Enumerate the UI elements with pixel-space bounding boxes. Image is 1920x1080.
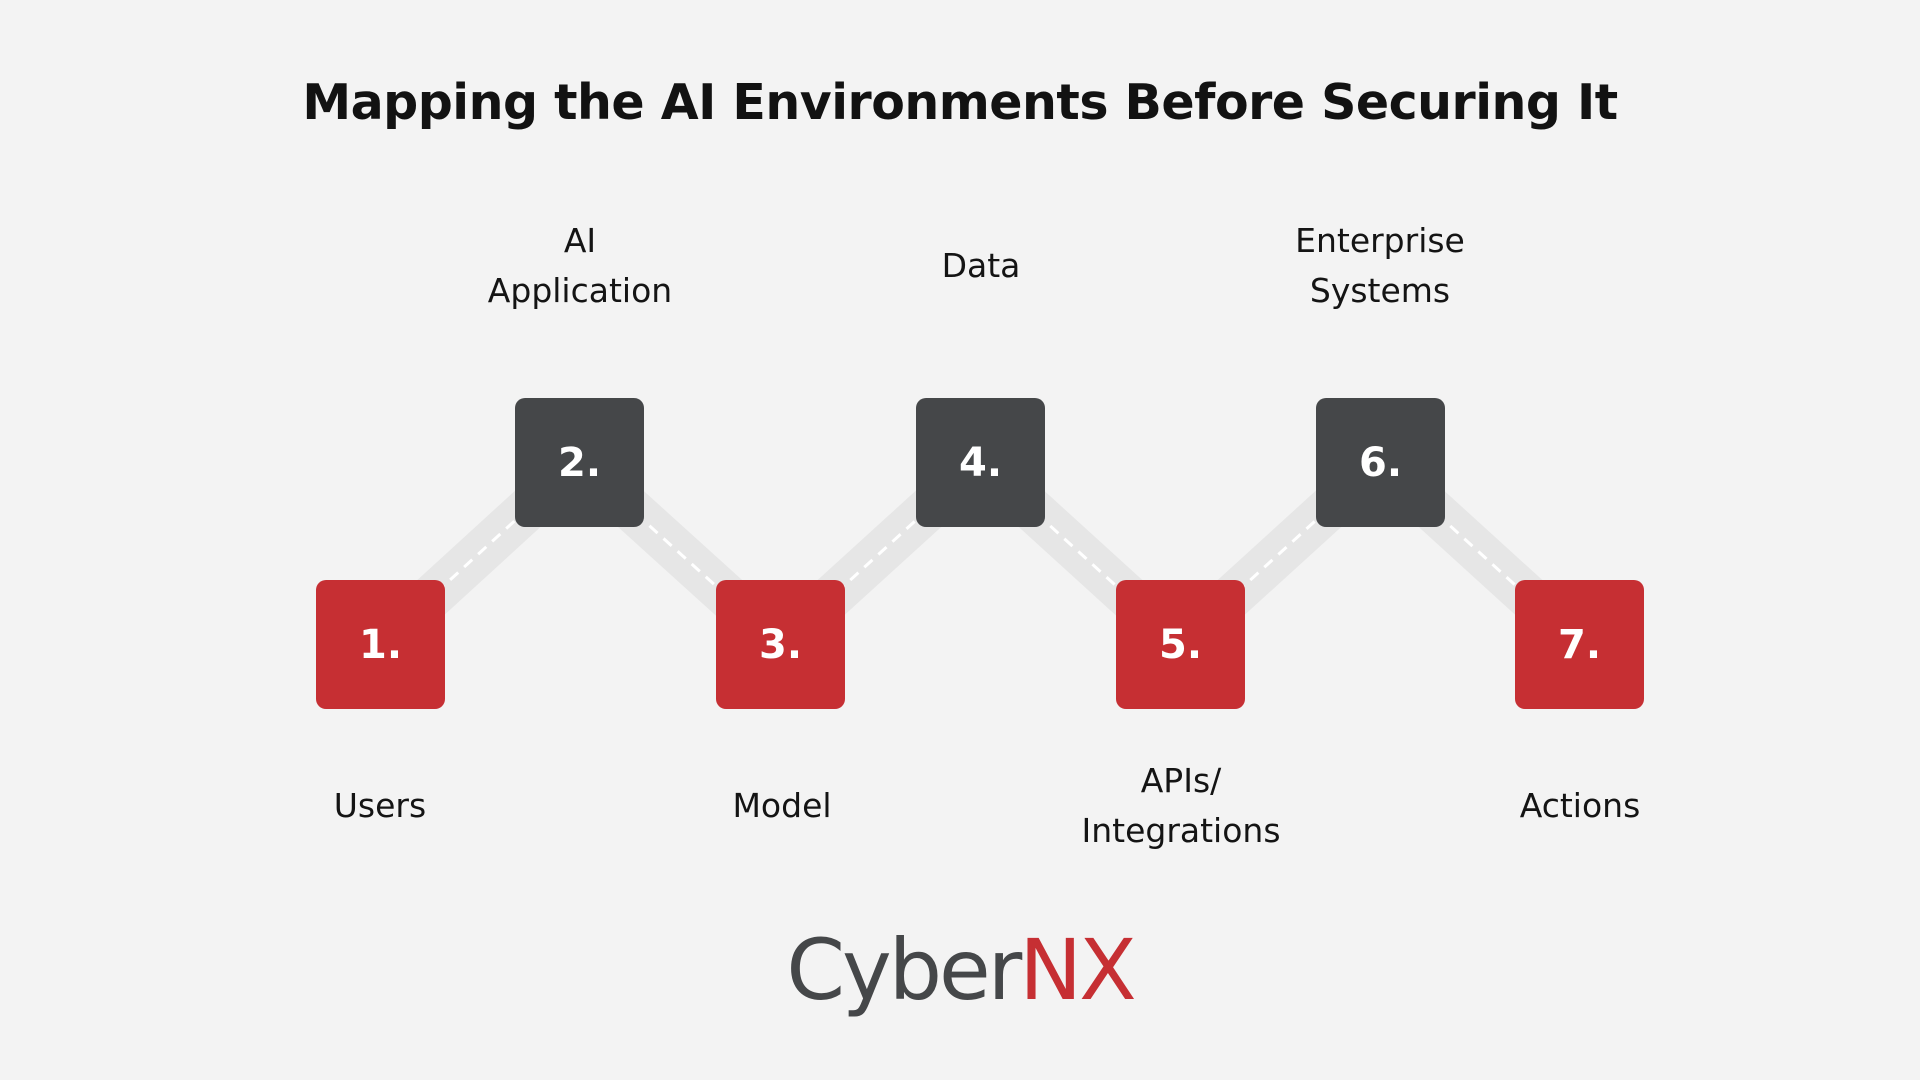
logo-text-cyber: Cyber — [786, 921, 1022, 1019]
step-2-label-line-2: Application — [487, 271, 673, 310]
step-4-box: 4. — [916, 398, 1045, 527]
step-7-box: 7. — [1515, 580, 1644, 709]
step-3-box: 3. — [716, 580, 845, 709]
step-2-label: AI Application — [430, 216, 730, 316]
step-3-label: Model — [632, 781, 932, 831]
step-5-label-line-1: APIs/ — [1140, 761, 1222, 800]
cybernx-logo: CyberNX — [0, 920, 1920, 1020]
step-6-label-line-1: Enterprise — [1295, 221, 1465, 260]
step-6-label-line-2: Systems — [1309, 271, 1451, 310]
step-5-box: 5. — [1116, 580, 1245, 709]
step-2-label-line-1: AI — [563, 221, 597, 260]
logo-text-nx: NX — [1019, 921, 1136, 1019]
step-6-label: Enterprise Systems — [1230, 216, 1530, 316]
step-5-label: APIs/ Integrations — [1031, 756, 1331, 856]
step-7-label-line: Actions — [1519, 786, 1641, 825]
step-3-label-line: Model — [732, 786, 832, 825]
step-1-box: 1. — [316, 580, 445, 709]
page-title: Mapping the AI Environments Before Secur… — [302, 74, 1618, 131]
step-4-label: Data — [831, 241, 1131, 291]
step-1-label: Users — [230, 781, 530, 831]
step-2-box: 2. — [515, 398, 644, 527]
step-5-label-line-2: Integrations — [1081, 811, 1281, 850]
step-1-label-line: Users — [333, 786, 427, 825]
step-4-label-line: Data — [941, 246, 1021, 285]
step-7-label: Actions — [1430, 781, 1730, 831]
step-6-box: 6. — [1316, 398, 1445, 527]
